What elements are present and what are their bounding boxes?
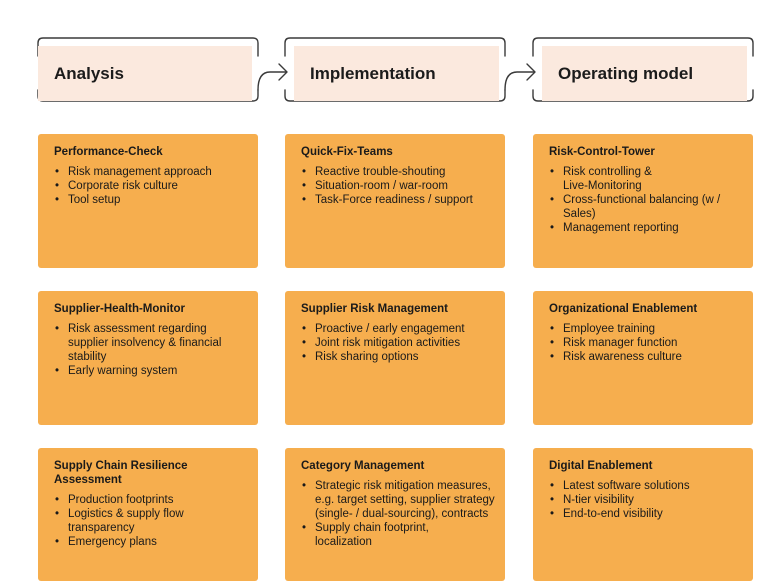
list-item: Production footprints xyxy=(54,493,248,507)
card-quick-fix-teams: Quick-Fix-Teams Reactive trouble-shoutin… xyxy=(285,134,505,268)
list-item: Situation-room / war-room xyxy=(301,179,495,193)
card-title: Digital Enablement xyxy=(549,460,653,472)
operating-model-bracket xyxy=(532,37,754,57)
card-list: Production footprints Logistics & supply… xyxy=(54,493,248,549)
list-item: Strategic risk mitigation measures, e.g.… xyxy=(301,479,495,521)
list-item: Cross-functional balancing (w / Sales) xyxy=(549,193,743,221)
implementation-bracket-bottom xyxy=(284,89,506,102)
list-item: Latest software solutions xyxy=(549,479,743,493)
card-supply-chain-resilience-assessment: Supply Chain Resilience Assessment Produ… xyxy=(38,448,258,581)
list-item: Risk controlling & Live-Monitoring xyxy=(549,165,673,193)
analysis-bracket xyxy=(37,37,259,57)
list-item: Risk manager function xyxy=(549,336,743,350)
card-organizational-enablement: Organizational Enablement Employee train… xyxy=(533,291,753,425)
list-item: Tool setup xyxy=(54,193,248,207)
list-item: Joint risk mitigation activities xyxy=(301,336,495,350)
card-list: Employee training Risk manager function … xyxy=(549,322,743,364)
card-title: Supplier-Health-Monitor xyxy=(54,303,185,315)
card-title: Supply Chain Resilience Assessment xyxy=(54,460,188,486)
list-item: N-tier visibility xyxy=(549,493,743,507)
list-item: Risk management approach xyxy=(54,165,248,179)
card-digital-enablement: Digital Enablement Latest software solut… xyxy=(533,448,753,581)
card-title: Organizational Enablement xyxy=(549,303,698,315)
list-item: Risk awareness culture xyxy=(549,350,743,364)
list-item: End-to-end visibility xyxy=(549,507,743,521)
list-item: Employee training xyxy=(549,322,743,336)
list-item: Risk assessment regarding supplier insol… xyxy=(54,322,248,364)
card-title: Category Management xyxy=(301,460,425,472)
arrow-analysis-to-implementation xyxy=(257,71,287,91)
card-supplier-health-monitor: Supplier-Health-Monitor Risk assessment … xyxy=(38,291,258,425)
implementation-bracket xyxy=(284,37,506,57)
list-item: Risk sharing options xyxy=(301,350,495,364)
phase-implementation: Implementation xyxy=(294,46,499,101)
card-list: Latest software solutions N-tier visibil… xyxy=(549,479,743,521)
card-list: Risk management approach Corporate risk … xyxy=(54,165,248,207)
list-item: Emergency plans xyxy=(54,535,248,549)
card-supplier-risk-management: Supplier Risk Management Proactive / ear… xyxy=(285,291,505,425)
card-performance-check: Performance-Check Risk management approa… xyxy=(38,134,258,268)
arrowhead-2 xyxy=(526,63,536,81)
card-title: Risk-Control-Tower xyxy=(549,146,655,158)
card-list: Proactive / early engagement Joint risk … xyxy=(301,322,495,364)
list-item: Logistics & supply flow transparency xyxy=(54,507,208,535)
card-list: Strategic risk mitigation measures, e.g.… xyxy=(301,479,495,549)
list-item: Reactive trouble-shouting xyxy=(301,165,495,179)
card-title: Quick-Fix-Teams xyxy=(301,146,393,158)
card-list: Risk assessment regarding supplier insol… xyxy=(54,322,248,378)
list-item: Early warning system xyxy=(54,364,248,378)
card-risk-control-tower: Risk-Control-Tower Risk controlling & Li… xyxy=(533,134,753,268)
card-list: Risk controlling & Live-Monitoring Cross… xyxy=(549,165,743,235)
list-item: Corporate risk culture xyxy=(54,179,248,193)
phase-analysis: Analysis xyxy=(38,46,252,101)
card-title: Supplier Risk Management xyxy=(301,303,448,315)
arrow-implementation-to-operating xyxy=(504,71,535,91)
card-category-management: Category Management Strategic risk mitig… xyxy=(285,448,505,581)
arrowhead-1 xyxy=(278,63,288,81)
card-list: Reactive trouble-shouting Situation-room… xyxy=(301,165,495,207)
card-title: Performance-Check xyxy=(54,146,163,158)
operating-model-bracket-bottom xyxy=(532,89,754,102)
list-item: Supply chain footprint, localization xyxy=(301,521,465,549)
phase-operating-model: Operating model xyxy=(542,46,747,101)
list-item: Proactive / early engagement xyxy=(301,322,495,336)
list-item: Task-Force readiness / support xyxy=(301,193,495,207)
list-item: Management reporting xyxy=(549,221,743,235)
